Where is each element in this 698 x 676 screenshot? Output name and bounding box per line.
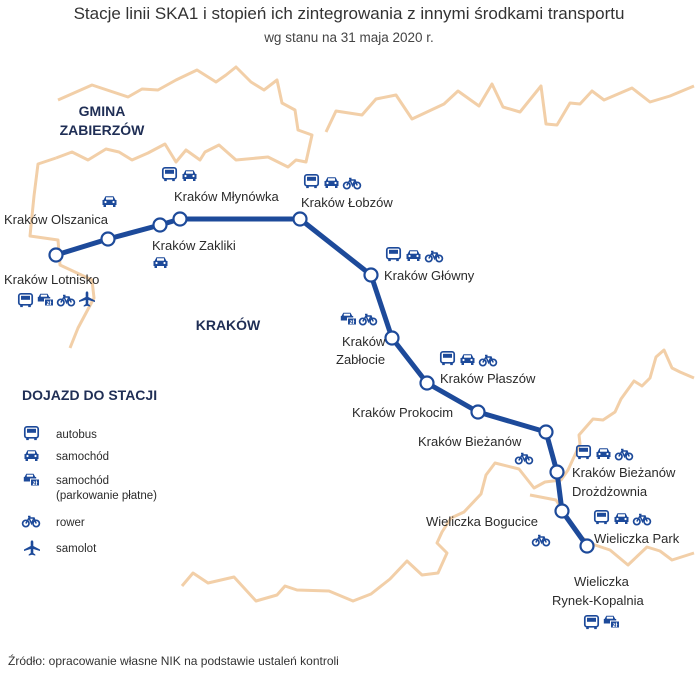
bike-icon (514, 452, 534, 465)
station-label-drozdzownia-1: Kraków Bieżanów (572, 465, 676, 480)
area-label-zabierzow: ZABIERZÓW (60, 121, 146, 138)
paid-car-icon (340, 312, 357, 327)
car-icon (102, 196, 117, 207)
station-marker-plaszow[interactable] (419, 375, 435, 391)
bike-icon (342, 177, 362, 190)
bike-icon (614, 448, 634, 461)
station-label-mlynowka: Kraków Młynówka (174, 189, 280, 204)
station-marker-lobzow[interactable] (292, 211, 308, 227)
car-icon (460, 354, 475, 365)
station-label-zakliki: Kraków Zakliki (152, 238, 236, 253)
station-marker-bogucice[interactable] (554, 503, 570, 519)
station-marker-mlynowka[interactable] (172, 211, 188, 227)
station-label-olszanica: Kraków Olszanica (4, 212, 109, 227)
station-label-glowny: Kraków Główny (384, 268, 475, 283)
map-title: Stacje linii SKA1 i stopień ich zintegro… (73, 4, 625, 23)
boundary-southeast (180, 348, 695, 603)
bus-icon (593, 509, 610, 525)
station-label-biezanow: Kraków Bieżanów (418, 434, 522, 449)
bus-icon (583, 614, 600, 630)
car-icon (153, 257, 168, 268)
boundary-south (529, 493, 695, 567)
bus-icon (303, 173, 320, 189)
legend: DOJAZD DO STACJI autobus samochód samoch… (21, 387, 157, 556)
station-label-bogucice: Wieliczka Bogucice (426, 514, 538, 529)
station-marker-prokocim[interactable] (470, 404, 486, 420)
car-icon (324, 177, 339, 188)
bike-icon (424, 250, 444, 263)
paid-car-icon (23, 473, 40, 488)
boundary-north (55, 65, 314, 169)
car-icon (24, 450, 39, 461)
car-icon (406, 250, 421, 261)
bus-icon (161, 166, 178, 182)
map-subtitle: wg stanu na 31 maja 2020 r. (264, 30, 434, 45)
bus-icon (17, 292, 34, 308)
legend-label-bus: autobus (56, 429, 97, 441)
station-label-zablocie-2: Zabłocie (336, 352, 385, 367)
station-label-zablocie-1: Kraków (342, 334, 386, 349)
source-note: Źródło: opracowanie własne NIK na podsta… (8, 654, 339, 668)
station-marker-zakliki[interactable] (152, 217, 168, 233)
station-label-rynek-2: Rynek-Kopalnia (552, 593, 645, 608)
station-marker-biezanow[interactable] (538, 424, 554, 440)
station-label-rynek-1: Wieliczka (574, 574, 630, 589)
plane-icon (24, 540, 40, 556)
station-marker-zablocie[interactable] (384, 330, 400, 346)
station-marker-park[interactable] (579, 538, 595, 554)
area-label-krakow: KRAKÓW (196, 316, 261, 333)
station-label-lobzow: Kraków Łobzów (301, 195, 393, 210)
boundary-northeast (324, 82, 695, 133)
bike-icon (21, 515, 41, 528)
bus-icon (23, 425, 40, 441)
area-label-gmina: GMINA (79, 103, 126, 119)
bike-icon (56, 294, 76, 307)
legend-label-paid-car-1: samochód (56, 475, 109, 487)
bike-icon (358, 313, 378, 326)
paid-car-icon (603, 615, 620, 630)
paid-car-icon (37, 293, 54, 308)
bus-icon (385, 246, 402, 262)
legend-label-bike: rower (56, 517, 85, 529)
bus-icon (439, 350, 456, 366)
station-marker-olszanica[interactable] (100, 231, 116, 247)
station-label-drozdzownia-2: Drożdżownia (572, 484, 648, 499)
car-icon (182, 170, 197, 181)
station-marker-drozdzownia[interactable] (549, 464, 565, 480)
station-label-plaszow: Kraków Płaszów (440, 371, 536, 386)
legend-label-car: samochód (56, 451, 109, 463)
station-marker-glowny[interactable] (363, 267, 379, 283)
legend-label-paid-car-2: (parkowanie płatne) (56, 490, 157, 502)
station-label-prokocim: Kraków Prokocim (352, 405, 453, 420)
legend-heading: DOJAZD DO STACJI (22, 387, 157, 403)
station-marker-lotnisko[interactable] (48, 247, 64, 263)
station-label-park: Wieliczka Park (594, 531, 680, 546)
station-label-lotnisko: Kraków Lotnisko (4, 272, 99, 287)
car-icon (596, 448, 611, 459)
bike-icon (531, 534, 551, 547)
bike-icon (632, 513, 652, 526)
legend-label-plane: samolot (56, 543, 97, 555)
bike-icon (478, 354, 498, 367)
car-icon (614, 513, 629, 524)
